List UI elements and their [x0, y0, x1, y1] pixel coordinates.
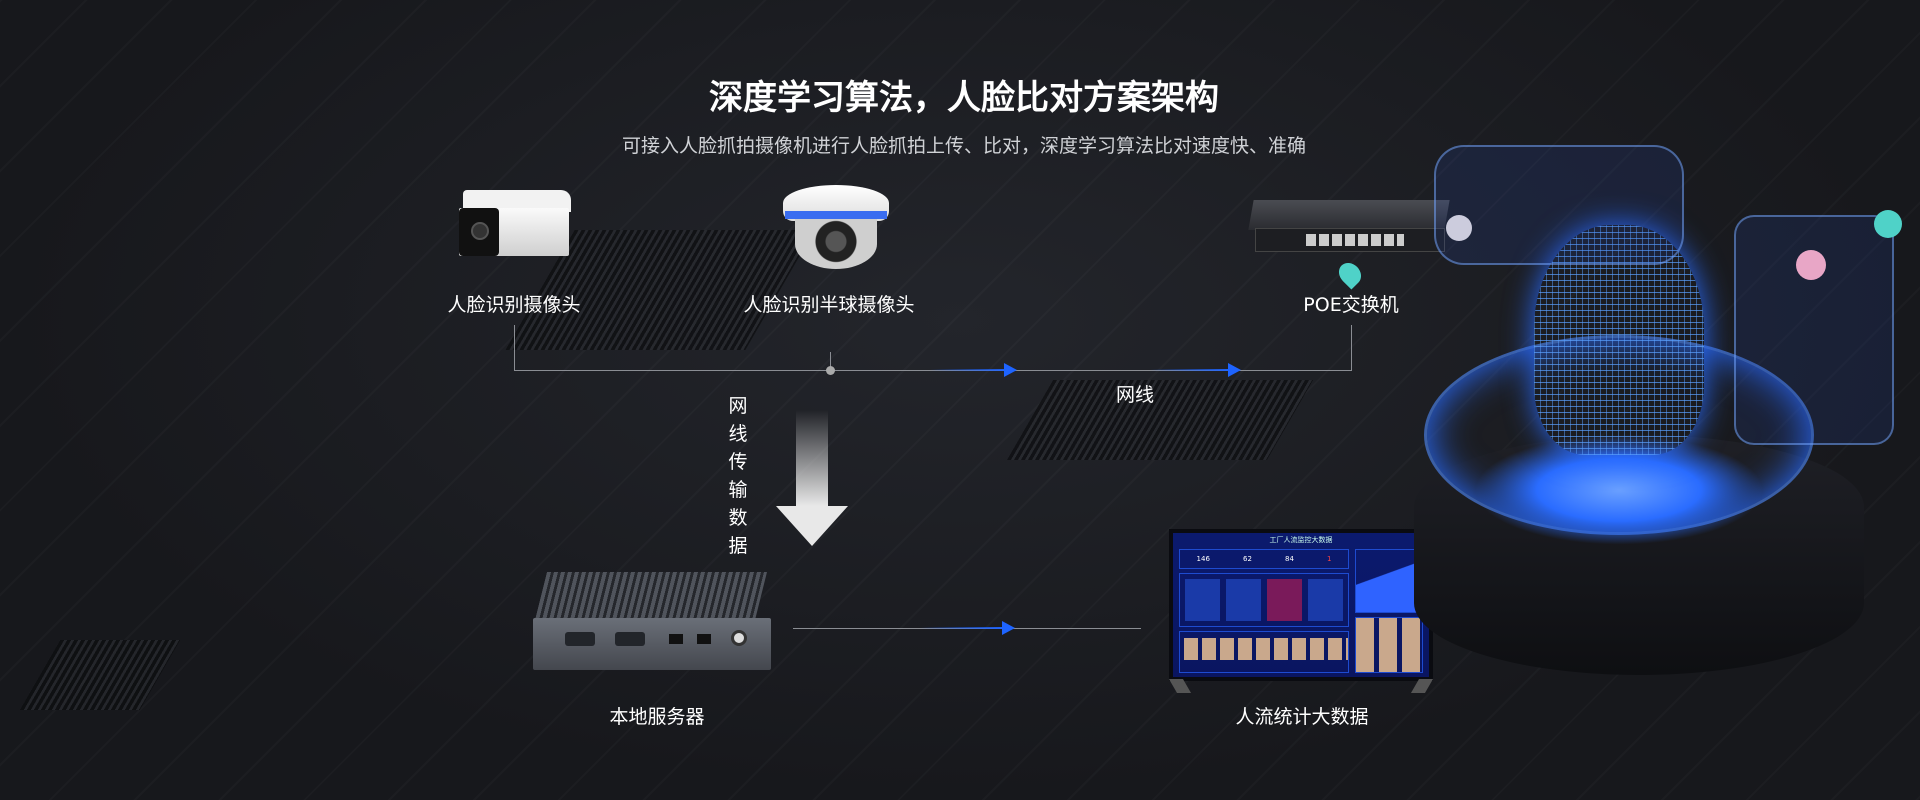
- connector-line: [830, 352, 831, 370]
- transfer-label: 网 线 传 输 数 据: [726, 392, 750, 560]
- bullet-camera-label: 人脸识别摄像头: [447, 294, 581, 316]
- heart-icon: [1796, 250, 1826, 280]
- poe-switch-icon: [1248, 200, 1450, 261]
- stat-value: 62: [1242, 555, 1252, 563]
- network-cable-label: 网线: [1115, 384, 1155, 406]
- server-icon: [527, 572, 778, 680]
- user-icon: [1874, 210, 1902, 238]
- stat-value: 146: [1196, 555, 1210, 563]
- decor-grill: [1006, 380, 1314, 460]
- dashboard-label: 人流统计大数据: [1235, 706, 1369, 728]
- flow-arrow-icon: [1228, 363, 1241, 377]
- flow-arrow-icon: [1002, 621, 1015, 635]
- page-subtitle: 可接入人脸抓拍摄像机进行人脸抓拍上传、比对，深度学习算法比对速度快、准确: [621, 135, 1306, 157]
- face-hologram-illustration: [1384, 135, 1920, 686]
- junction-dot: [826, 366, 835, 375]
- bullet-camera-icon: [455, 186, 573, 269]
- down-arrow-icon: [776, 410, 848, 548]
- transfer-char: 传: [728, 451, 748, 473]
- connector-line: [514, 325, 515, 370]
- connector-line: [1351, 325, 1352, 370]
- transfer-char: 线: [728, 423, 748, 445]
- transfer-char: 输: [728, 479, 748, 501]
- transfer-char: 据: [728, 535, 748, 557]
- server-label: 本地服务器: [609, 706, 705, 728]
- transfer-char: 网: [728, 395, 748, 417]
- stat-value: 1: [1326, 555, 1332, 563]
- transfer-char: 数: [728, 507, 748, 529]
- dome-camera-icon: [781, 181, 891, 275]
- flow-trail: [920, 627, 1004, 629]
- stat-value: 84: [1284, 555, 1294, 563]
- dashboard-monitor: 工厂人流监控大数据 146 62 84 1: [1168, 529, 1434, 694]
- dome-camera-label: 人脸识别半球摄像头: [743, 294, 915, 316]
- flow-trail: [1150, 369, 1230, 371]
- cart-icon: [1446, 215, 1472, 241]
- page-title: 深度学习算法，人脸比对方案架构: [709, 78, 1219, 118]
- dashboard-screen-title: 工厂人流监控大数据: [1269, 536, 1333, 544]
- flow-arrow-icon: [1004, 363, 1017, 377]
- poe-switch-label: POE交换机: [1303, 294, 1399, 316]
- flow-trail: [930, 369, 1010, 371]
